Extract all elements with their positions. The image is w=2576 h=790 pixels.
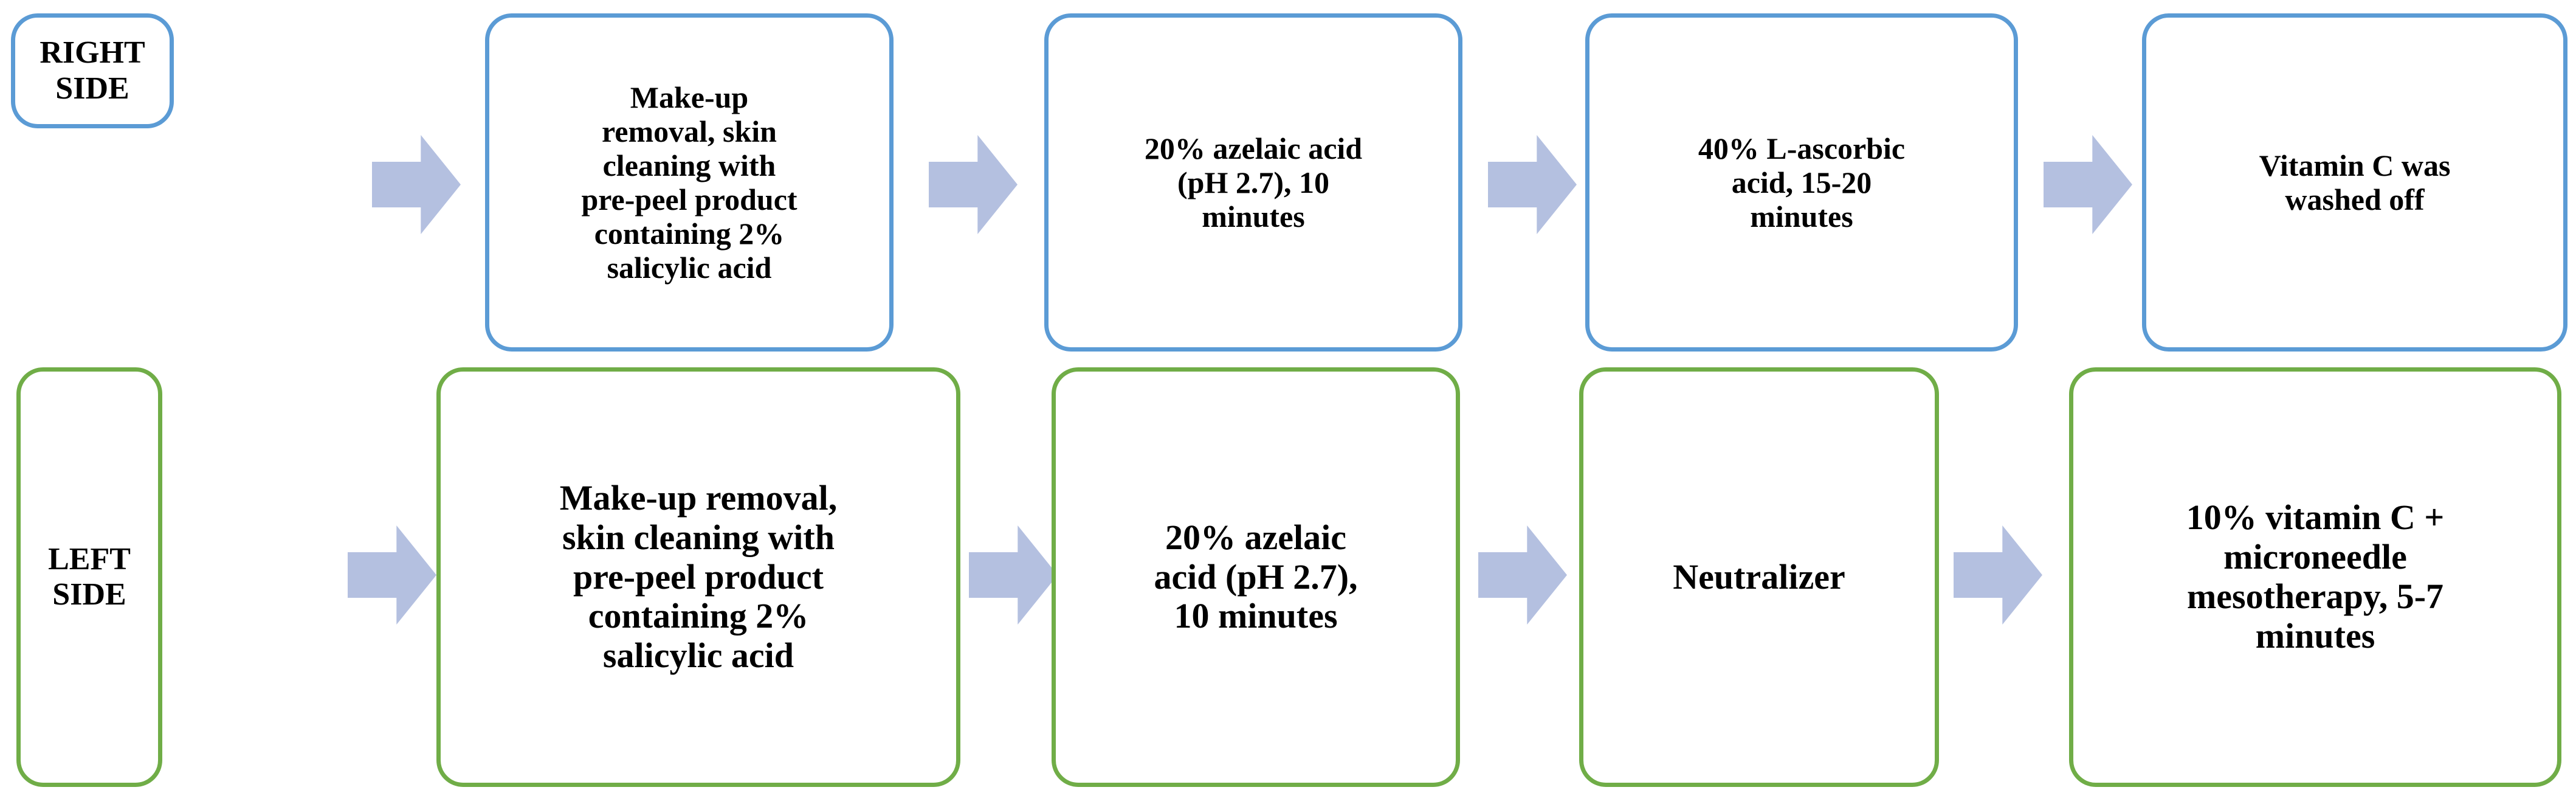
node-left-cleansing[interactable]: Make-up removal, skin cleaning with pre-…: [436, 367, 960, 787]
arrow-left-4: [1954, 525, 2042, 625]
arrow-right-2: [929, 135, 1018, 234]
flow-row-left-side: LEFT SIDE Make-up removal, skin cleaning…: [0, 365, 2576, 790]
arrow-left-2: [969, 525, 1058, 625]
node-left-mesotherapy[interactable]: 10% vitamin C + microneedle mesotherapy,…: [2069, 367, 2561, 787]
node-right-cleansing[interactable]: Make-up removal, skin cleaning with pre-…: [485, 13, 894, 352]
arrow-left-3: [1478, 525, 1567, 625]
node-label: LEFT SIDE: [48, 541, 131, 612]
node-label: RIGHT SIDE: [40, 35, 145, 106]
node-label: 20% azelaic acid (pH 2.7), 10 minutes: [1144, 131, 1363, 234]
node-left-side-label[interactable]: LEFT SIDE: [16, 367, 162, 787]
node-right-side-label[interactable]: RIGHT SIDE: [11, 13, 174, 128]
node-left-neutralizer[interactable]: Neutralizer: [1579, 367, 1939, 787]
node-right-wash[interactable]: Vitamin C was washed off: [2142, 13, 2567, 352]
node-left-azelaic[interactable]: 20% azelaic acid (pH 2.7), 10 minutes: [1052, 367, 1460, 787]
flow-row-right-side: RIGHT SIDE Make-up removal, skin cleanin…: [0, 0, 2576, 365]
node-label: 10% vitamin C + microneedle mesotherapy,…: [2186, 497, 2445, 656]
node-right-azelaic[interactable]: 20% azelaic acid (pH 2.7), 10 minutes: [1044, 13, 1462, 352]
node-label: Make-up removal, skin cleaning with pre-…: [559, 477, 838, 676]
arrow-right-3: [1488, 135, 1577, 234]
node-right-ascorbic[interactable]: 40% L-ascorbic acid, 15-20 minutes: [1585, 13, 2018, 352]
arrow-right-1: [372, 135, 461, 234]
node-label: 20% azelaic acid (pH 2.7), 10 minutes: [1154, 517, 1358, 636]
arrow-right-4: [2044, 135, 2132, 234]
node-label: 40% L-ascorbic acid, 15-20 minutes: [1698, 131, 1906, 234]
node-label: Make-up removal, skin cleaning with pre-…: [581, 80, 797, 285]
arrow-left-1: [348, 525, 436, 625]
node-label: Vitamin C was washed off: [2259, 148, 2451, 217]
node-label: Neutralizer: [1673, 556, 1845, 597]
